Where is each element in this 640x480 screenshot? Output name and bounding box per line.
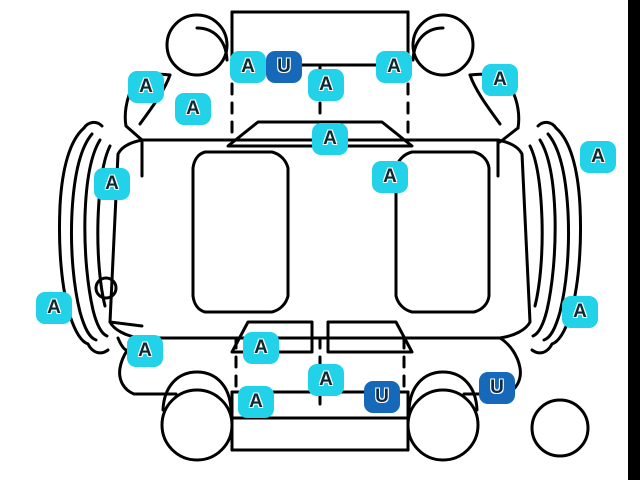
- front-left-fender-tail: [124, 124, 144, 142]
- front-left-wheel: [165, 13, 229, 77]
- damage-marker-a-rear-deck-center[interactable]: A: [308, 364, 344, 396]
- damage-marker-label: A: [493, 68, 507, 90]
- rear-window-left: [230, 320, 314, 354]
- damage-marker-a-left-side-front-door[interactable]: A: [94, 168, 130, 200]
- damage-marker-label: A: [241, 55, 255, 77]
- left-mirror-bottom: [86, 342, 110, 355]
- right-side-third-contour: [531, 138, 557, 338]
- left-side-second-contour: [69, 132, 98, 342]
- damage-marker-a-front-left-corner[interactable]: A: [128, 71, 164, 103]
- damage-marker-label: A: [47, 296, 61, 318]
- damage-marker-label: A: [591, 145, 605, 167]
- rear-right-wheel-arch: [407, 370, 479, 412]
- damage-marker-label: U: [490, 376, 504, 398]
- windshield-trapezoid: [226, 120, 414, 148]
- damage-marker-label: A: [249, 390, 263, 412]
- damage-marker-label: U: [277, 55, 291, 77]
- damage-marker-a-windshield-center[interactable]: A: [312, 123, 348, 155]
- damage-marker-label: A: [387, 55, 401, 77]
- damage-marker-a-front-left-hood-edge[interactable]: A: [230, 51, 266, 83]
- damage-marker-label: A: [186, 97, 200, 119]
- damage-marker-a-front-right-fender[interactable]: A: [482, 64, 518, 96]
- right-side-outer-contour: [550, 126, 583, 346]
- damage-marker-label: A: [323, 127, 337, 149]
- rear-left-wheel: [160, 388, 234, 462]
- damage-marker-a-front-right-hood-edge[interactable]: A: [376, 51, 412, 83]
- damage-marker-a-left-side-rear-door[interactable]: A: [36, 292, 72, 324]
- damage-marker-u-rear-right-bumper[interactable]: U: [479, 372, 515, 404]
- damage-marker-label: A: [319, 73, 333, 95]
- left-rocker-tick: [108, 320, 144, 328]
- damage-marker-label: A: [319, 368, 333, 390]
- damage-marker-a-front-hood-center[interactable]: A: [308, 69, 344, 101]
- right-side-second-contour: [542, 132, 571, 342]
- damage-marker-label: A: [139, 75, 153, 97]
- damage-marker-a-rear-left-quarter[interactable]: A: [127, 335, 163, 367]
- roof-left-panel: [191, 150, 290, 314]
- damage-marker-label: A: [105, 172, 119, 194]
- front-right-wheel-link: [468, 73, 502, 126]
- right-mirror-top: [536, 120, 558, 130]
- damage-marker-a-right-side-front-door[interactable]: A: [580, 141, 616, 173]
- damage-marker-a-rear-left-bumper[interactable]: A: [238, 386, 274, 418]
- rear-left-wheel-arch: [161, 370, 233, 412]
- left-side-third-contour: [83, 138, 109, 338]
- rear-window-right: [326, 320, 414, 354]
- spare-wheel: [530, 398, 590, 458]
- damage-marker-u-rear-bumper-center[interactable]: U: [364, 381, 400, 413]
- right-side-fourth-contour: [528, 144, 544, 308]
- damage-marker-a-roof-right-front[interactable]: A: [372, 161, 408, 193]
- rear-right-wheel: [406, 388, 480, 462]
- damage-marker-a-right-side-rear-door[interactable]: A: [562, 296, 598, 328]
- damage-marker-label: A: [254, 336, 268, 358]
- damage-marker-label: A: [573, 300, 587, 322]
- damage-marker-u-front-hood-left[interactable]: U: [266, 51, 302, 83]
- front-right-wheel-arch: [411, 26, 445, 62]
- left-door-handle: [94, 276, 118, 300]
- left-side-fourth-contour: [96, 144, 112, 308]
- left-side-outer-contour: [57, 126, 90, 346]
- damage-marker-label: A: [383, 165, 397, 187]
- damage-marker-label: U: [375, 385, 389, 407]
- right-mirror-bottom: [530, 342, 554, 355]
- left-mirror-top: [82, 120, 104, 130]
- damage-marker-a-front-left-fender[interactable]: A: [175, 93, 211, 125]
- damage-marker-a-rear-left-deck[interactable]: A: [243, 332, 279, 364]
- damage-marker-label: A: [138, 339, 152, 361]
- right-edge-black-bar: [628, 0, 640, 480]
- front-right-wheel: [411, 13, 475, 77]
- front-left-wheel-arch: [195, 26, 229, 62]
- vehicle-body-lines: [57, 10, 590, 462]
